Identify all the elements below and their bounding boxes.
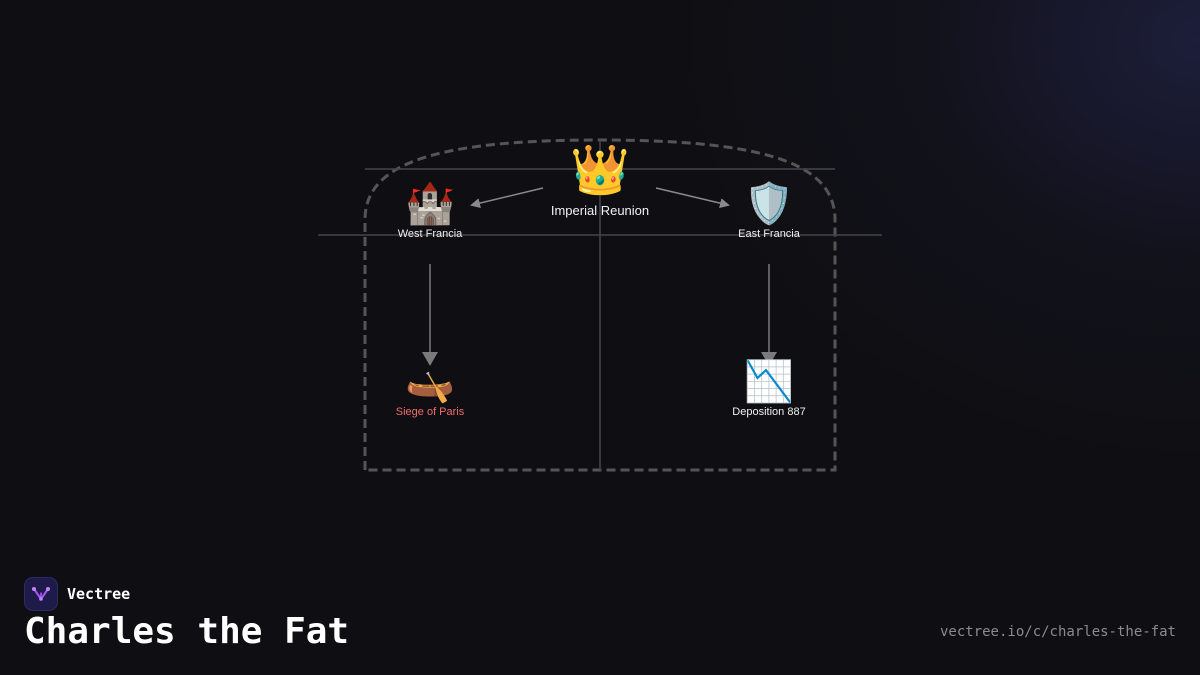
node-east-francia[interactable]: 🛡️ East Francia xyxy=(738,184,800,240)
node-west-francia[interactable]: 🏰 West Francia xyxy=(398,184,463,240)
node-label: West Francia xyxy=(397,228,463,240)
vectree-logo-icon xyxy=(24,577,58,611)
arrow-reunion-to-west xyxy=(470,187,544,208)
canoe-icon: 🛶 xyxy=(405,360,455,404)
brand[interactable]: Vectree xyxy=(24,577,130,611)
node-siege-of-paris[interactable]: 🛶 Siege of Paris xyxy=(396,362,464,418)
node-label: Imperial Reunion xyxy=(550,203,650,218)
chart-decreasing-icon: 📉 xyxy=(744,360,794,404)
node-label: East Francia xyxy=(738,228,800,240)
brand-name: Vectree xyxy=(67,585,131,603)
shield-icon: 🛡️ xyxy=(744,182,794,226)
crown-icon: 👑 xyxy=(570,144,630,197)
arrow-reunion-to-east xyxy=(655,187,730,209)
page-title: Charles the Fat xyxy=(24,611,350,652)
node-label: Deposition 887 xyxy=(732,406,806,418)
castle-icon: 🏰 xyxy=(405,182,455,226)
node-label: Siege of Paris xyxy=(395,406,465,418)
node-imperial-reunion[interactable]: 👑 Imperial Reunion xyxy=(550,144,650,219)
node-deposition-887[interactable]: 📉 Deposition 887 xyxy=(732,362,805,418)
page-url[interactable]: vectree.io/c/charles-the-fat xyxy=(939,624,1176,640)
